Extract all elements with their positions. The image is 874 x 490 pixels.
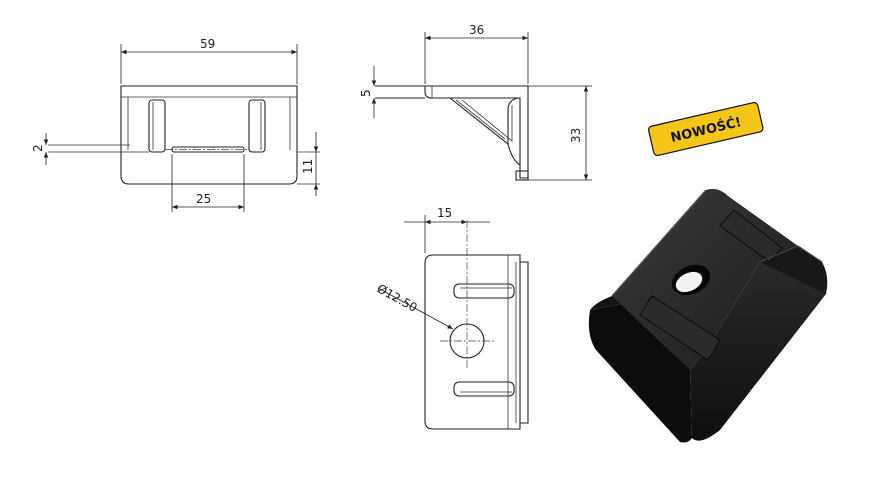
dim-thickness-2: 2 [31, 144, 45, 152]
new-badge: NOWOŚĆ! [648, 102, 764, 157]
dim-hole-diameter: Ø12.50 [375, 281, 420, 314]
side-view: 36 5 33 [359, 23, 592, 181]
part-render [588, 188, 828, 443]
dim-width-59: 59 [200, 37, 215, 51]
dim-offset-15: 15 [437, 206, 452, 220]
front-view: 59 25 2 11 [31, 37, 320, 212]
top-view: 15 Ø12.50 [375, 206, 529, 430]
dim-plate-5: 5 [359, 89, 373, 97]
dim-slot-25: 25 [196, 192, 211, 206]
dim-width-36: 36 [469, 23, 484, 37]
dim-height-33: 33 [569, 128, 583, 143]
dim-height-11: 11 [301, 159, 315, 174]
